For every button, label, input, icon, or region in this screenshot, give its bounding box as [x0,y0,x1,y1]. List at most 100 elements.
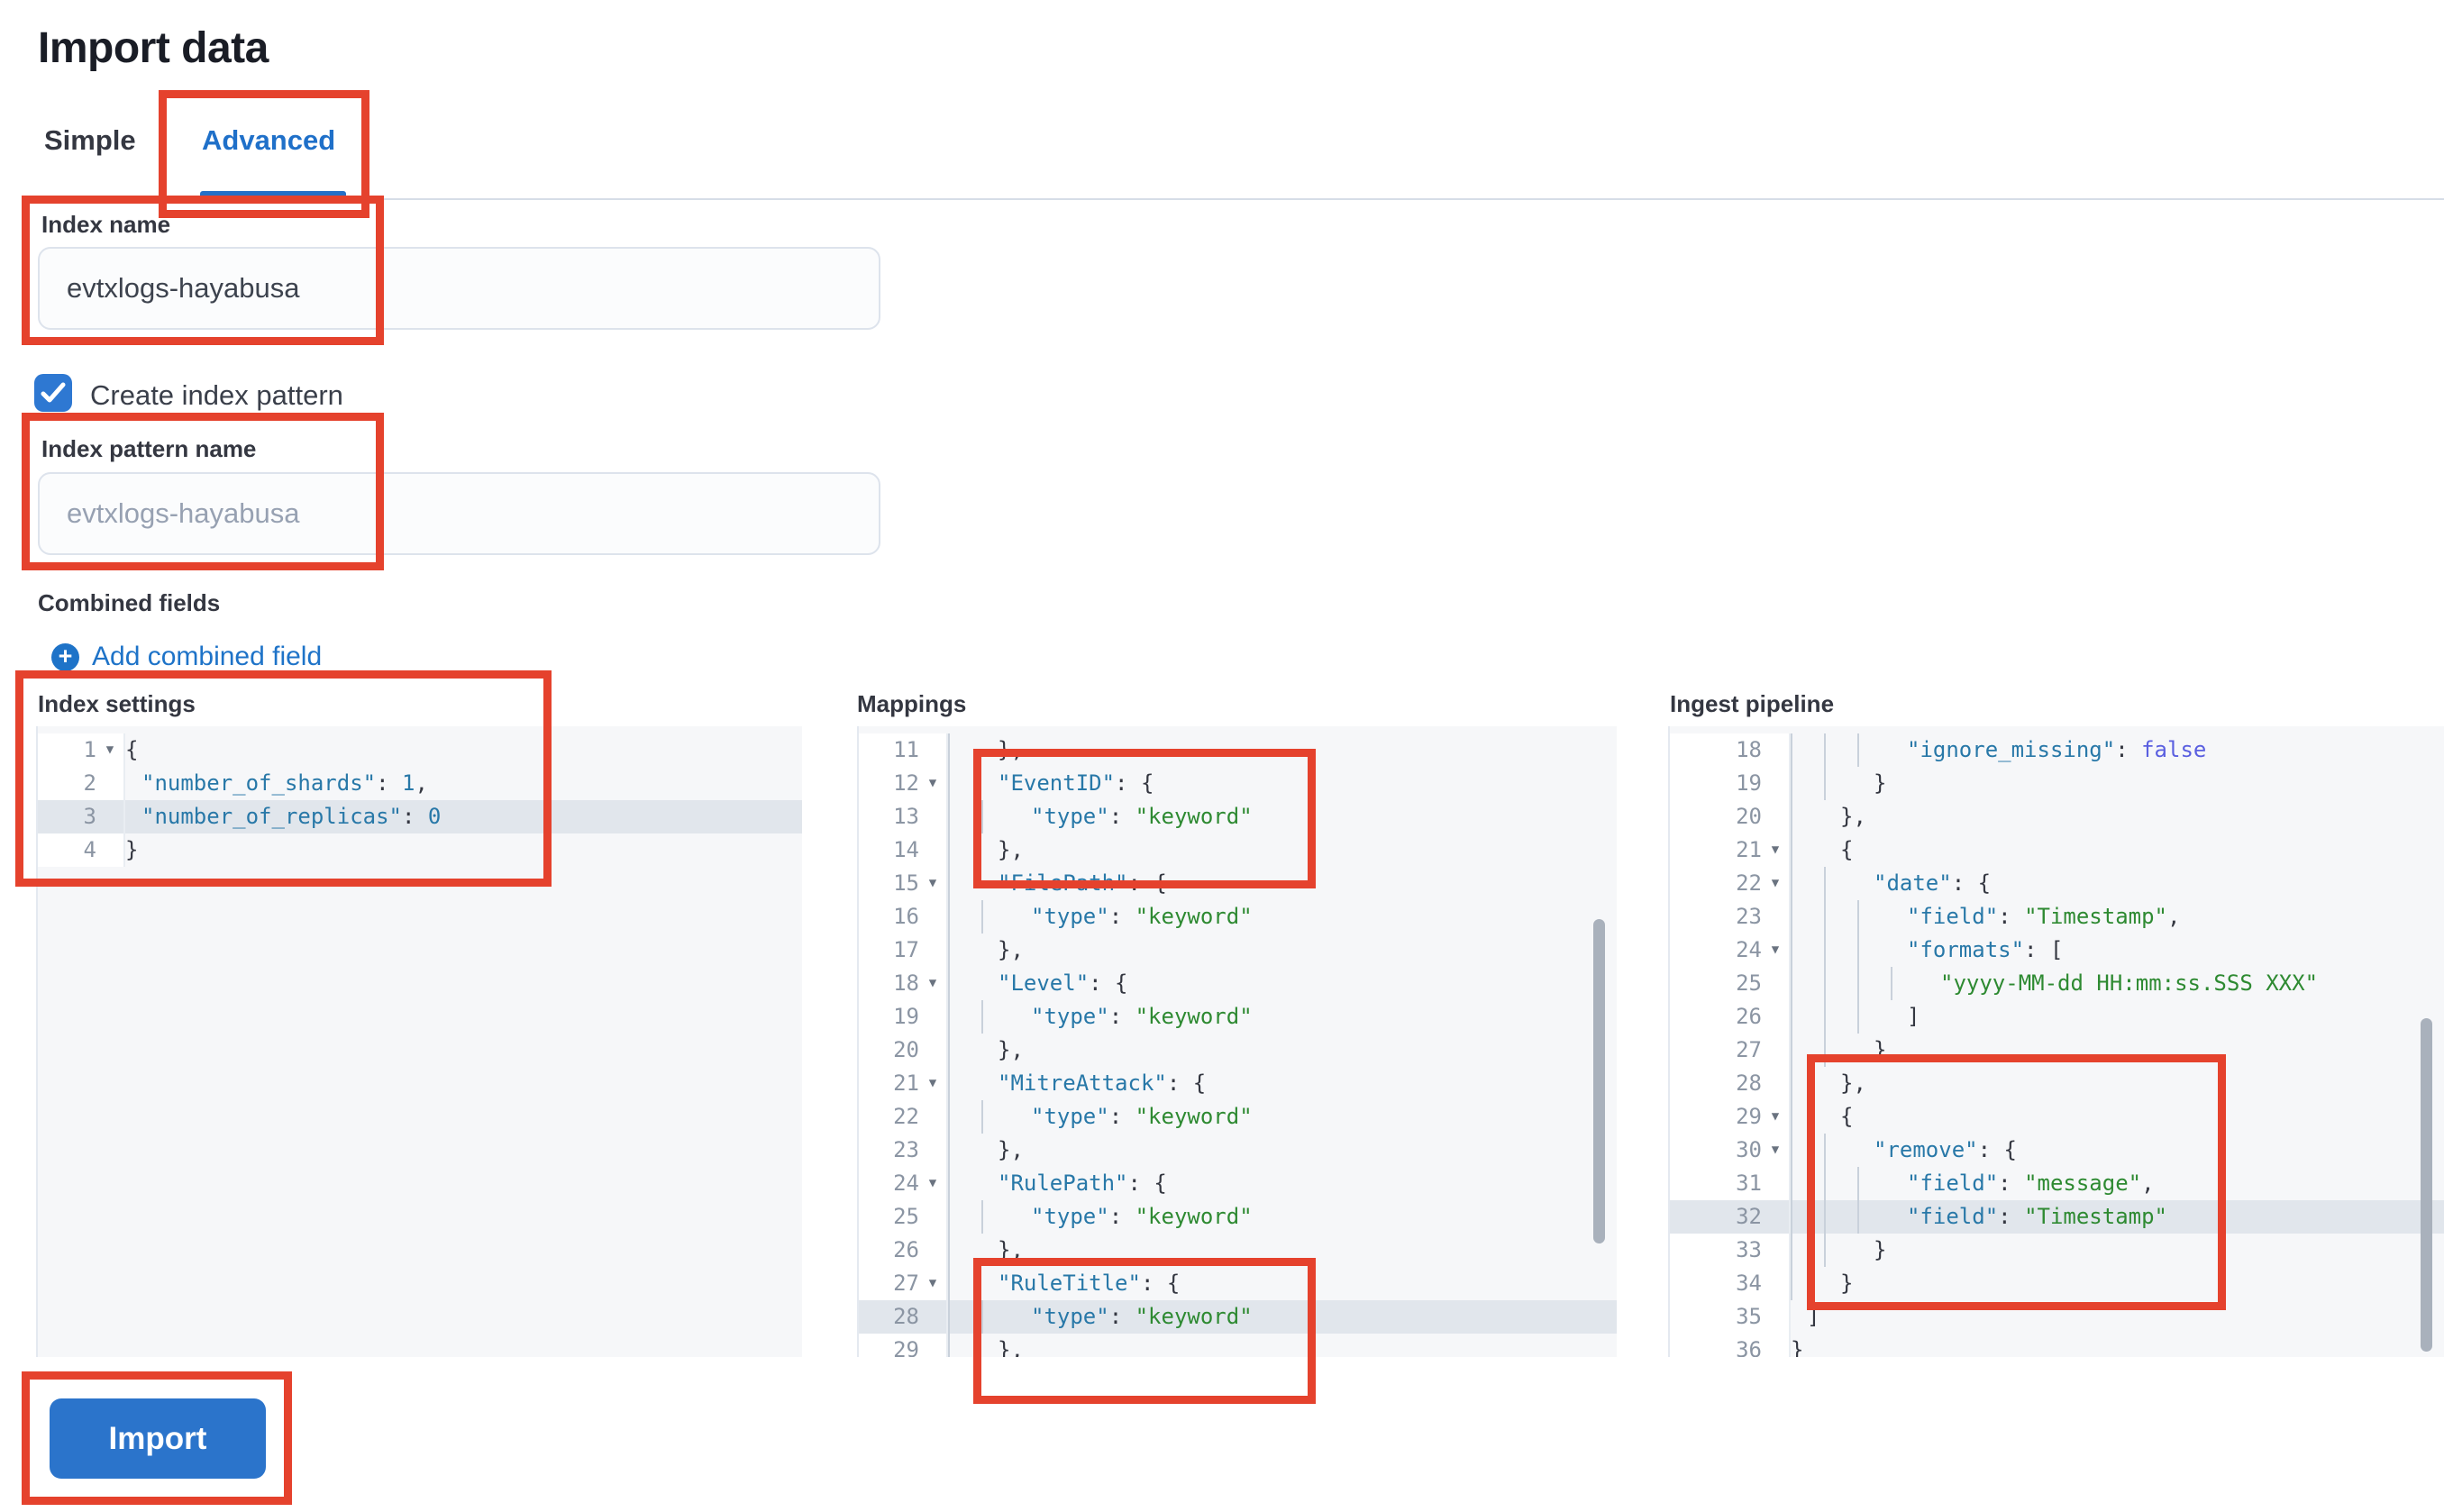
line-number: 29 [893,1337,919,1357]
fold-arrow-icon[interactable]: ▼ [1771,1109,1780,1124]
code-token: }, [998,1337,1024,1357]
line-number: 32 [1736,1204,1762,1229]
code-line: 23}, [859,1134,1617,1167]
indent-guide [1857,967,1891,1000]
indent-guide [1824,967,1857,1000]
fold-arrow-icon[interactable]: ▼ [928,976,937,990]
code-token: : { [1127,1170,1167,1196]
line-number: 24 [1736,937,1762,962]
line-number: 27 [893,1271,919,1296]
mappings-code-editor[interactable]: 11},12▼"EventID": {13"type": "keyword"14… [857,726,1617,1357]
line-number: 20 [893,1037,919,1062]
line-number: 27 [1736,1037,1762,1062]
code-token: 1 [402,770,415,796]
code-token: "message" [2024,1170,2142,1196]
indent-guide [948,867,981,900]
tab-advanced[interactable]: Advanced [202,124,336,156]
code-line: 31"field": "message", [1670,1167,2444,1200]
checkmark-icon [41,382,66,403]
code-line: 3"number_of_replicas": 0 [38,800,802,833]
code-token: : [376,770,402,796]
page-title: Import data [38,24,269,72]
code-line: 27} [1670,1034,2444,1067]
code-line: 4} [38,833,802,867]
index-pattern-name-label: Index pattern name [41,435,257,462]
code-line: 2"number_of_shards": 1, [38,767,802,800]
line-number: 34 [1736,1271,1762,1296]
code-line: 19} [1670,767,2444,800]
code-line: 28}, [1670,1067,2444,1100]
line-number: 23 [1736,904,1762,929]
code-token: "formats" [1907,937,2025,962]
add-combined-field-link[interactable]: Add combined field [92,642,323,671]
line-number: 11 [893,737,919,762]
code-token: "type" [1031,804,1109,829]
fold-arrow-icon[interactable]: ▼ [105,742,114,757]
indent-guide [1791,867,1824,900]
code-token: "RulePath" [998,1170,1128,1196]
indent-guide [981,1200,1015,1234]
fold-arrow-icon[interactable]: ▼ [928,776,937,790]
indent-guide [981,800,1015,833]
indent-guide [948,833,981,867]
indent-guide [948,1100,981,1134]
code-token: : { [1127,870,1167,896]
code-token: : [ [2024,937,2064,962]
plus-in-circle-icon[interactable]: + [51,643,79,671]
fold-arrow-icon[interactable]: ▼ [928,1276,937,1290]
fold-arrow-icon[interactable]: ▼ [928,1076,937,1090]
indent-guide [948,1334,981,1357]
fold-arrow-icon[interactable]: ▼ [928,1176,937,1190]
index-settings-label: Index settings [38,690,196,717]
index-name-input[interactable] [38,247,880,330]
code-token: } [1874,1037,1887,1062]
code-token: , [2167,904,2181,929]
code-token: }, [998,1037,1024,1062]
indent-guide [981,1000,1015,1034]
line-number: 30 [1736,1137,1762,1162]
fold-arrow-icon[interactable]: ▼ [1771,1143,1780,1157]
code-line: 35] [1670,1300,2444,1334]
code-token: "Timestamp" [2024,1204,2168,1229]
code-token: "field" [1907,1204,1999,1229]
ingest-pipeline-scrollbar-thumb[interactable] [2421,1018,2432,1352]
fold-arrow-icon[interactable]: ▼ [928,876,937,890]
code-line: 13"type": "keyword" [859,800,1617,833]
code-token: : [1998,904,2025,929]
code-token: "keyword" [1135,1204,1253,1229]
code-token: : { [1140,1271,1181,1296]
mappings-scrollbar-thumb[interactable] [1593,919,1605,1243]
code-token: , [2141,1170,2155,1196]
tab-simple[interactable]: Simple [44,124,136,156]
line-number: 2 [83,770,96,796]
line-number: 4 [83,837,96,862]
code-line: 21▼{ [1670,833,2444,867]
import-button[interactable]: Import [50,1398,266,1479]
fold-arrow-icon[interactable]: ▼ [1771,876,1780,890]
line-number: 26 [1736,1004,1762,1029]
index-pattern-name-input[interactable] [38,472,880,555]
create-index-pattern-checkbox[interactable] [34,374,72,412]
code-token: ] [1907,1004,1920,1029]
line-number: 18 [1736,737,1762,762]
code-line: 25"yyyy-MM-dd HH:mm:ss.SSS XXX" [1670,967,2444,1000]
indent-guide [948,800,981,833]
code-line: 32"field": "Timestamp" [1670,1200,2444,1234]
code-token: false [2141,737,2207,762]
line-number: 20 [1736,804,1762,829]
code-token: } [1840,1271,1854,1296]
code-token: { [1840,837,1854,862]
fold-arrow-icon[interactable]: ▼ [1771,943,1780,957]
fold-arrow-icon[interactable]: ▼ [1771,843,1780,857]
code-token: "MitreAttack" [998,1070,1167,1096]
index-settings-code-editor[interactable]: 1▼{2"number_of_shards": 1,3"number_of_re… [36,726,802,1357]
code-token: : [1108,1204,1135,1229]
code-token: "keyword" [1135,804,1253,829]
combined-fields-label: Combined fields [38,589,221,616]
code-token: : [1108,804,1135,829]
code-token: { [1840,1104,1854,1129]
code-line: 28"type": "keyword" [859,1300,1617,1334]
line-number: 22 [1736,870,1762,896]
indent-guide [948,1167,981,1200]
